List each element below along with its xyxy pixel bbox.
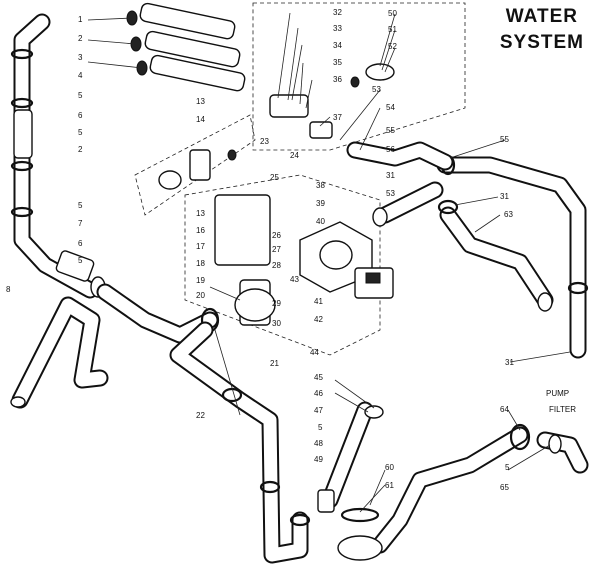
callout-6: 6 — [78, 239, 83, 248]
callout-7: 7 — [78, 219, 83, 228]
callout-27: 27 — [272, 245, 281, 254]
callout-20: 20 — [196, 291, 205, 300]
manifold-subassembly-outline — [134, 114, 381, 356]
valve-body-row-3 — [136, 54, 246, 92]
callout-51: 51 — [388, 25, 397, 34]
callout-64: 64 — [500, 405, 509, 414]
callout-63: 63 — [504, 210, 513, 219]
callout-41: 41 — [314, 297, 323, 306]
callout-47: 47 — [314, 406, 323, 415]
hose-coupler — [13, 109, 33, 159]
callout-36: 36 — [333, 75, 342, 84]
hose-clamps-left — [10, 48, 34, 218]
callout-23: 23 — [260, 137, 269, 146]
callout-5: 5 — [318, 423, 323, 432]
callout-8: 8 — [6, 285, 11, 294]
callout-48: 48 — [314, 439, 323, 448]
callout-60: 60 — [385, 463, 394, 472]
callout-35: 35 — [333, 58, 342, 67]
manifold-body — [214, 194, 276, 326]
callout-24: 24 — [290, 151, 299, 160]
callout-37: 37 — [333, 113, 342, 122]
junction-box-41 — [354, 267, 394, 299]
discharge-hose-22 — [169, 321, 311, 564]
callout-17: 17 — [196, 242, 205, 251]
callout-1: 1 — [78, 15, 83, 24]
callout-45: 45 — [314, 373, 323, 382]
callout-42: 42 — [314, 315, 323, 324]
callout-54: 54 — [386, 103, 395, 112]
callout-18: 18 — [196, 259, 205, 268]
valve-subassembly-outline — [252, 2, 466, 151]
callout-5: 5 — [505, 463, 510, 472]
callout-5: 5 — [78, 91, 83, 100]
callout-55: 55 — [500, 135, 509, 144]
diagram-title-line1: WATER — [505, 6, 578, 27]
callout-31: 31 — [505, 358, 514, 367]
callout-55: 55 — [386, 126, 395, 135]
diagram-title-line2: SYSTEM — [499, 32, 584, 53]
callout-43: 43 — [290, 275, 299, 284]
callout-5: 5 — [78, 128, 83, 137]
right-return-hose — [436, 154, 589, 359]
callout-34: 34 — [333, 41, 342, 50]
callout-53: 53 — [372, 85, 381, 94]
check-valve-assembly — [269, 63, 395, 139]
callout-32: 32 — [333, 8, 342, 17]
callout-22: 22 — [196, 411, 205, 420]
callout-16: 16 — [196, 226, 205, 235]
callout-29: 29 — [272, 299, 281, 308]
valve-body-row-1 — [126, 2, 236, 40]
callout-13: 13 — [196, 97, 205, 106]
callout-3: 3 — [78, 53, 83, 62]
bracket-14 — [158, 149, 237, 190]
callout-2: 2 — [78, 34, 83, 43]
callout-5: 5 — [78, 256, 83, 265]
callout-52: 52 — [388, 42, 397, 51]
callout-4: 4 — [78, 71, 83, 80]
callout-31: 31 — [500, 192, 509, 201]
callout-61: 61 — [385, 481, 394, 490]
callout-53: 53 — [386, 189, 395, 198]
pump-motor-40 — [299, 221, 373, 293]
callout-26: 26 — [272, 231, 281, 240]
left-vertical-hose — [13, 13, 106, 299]
callout-46: 46 — [314, 389, 323, 398]
callout-39: 39 — [316, 199, 325, 208]
callout-6: 6 — [78, 111, 83, 120]
callout-40: 40 — [316, 217, 325, 226]
callout-labels: 1 2 3 4 5 6 5 2 5 7 6 5 8 13 14 32 33 34… — [6, 8, 576, 492]
callout-pump: PUMP — [546, 389, 569, 398]
suction-hose-8 — [10, 296, 109, 409]
callout-44: 44 — [310, 348, 319, 357]
callout-14: 14 — [196, 115, 205, 124]
callout-65: 65 — [500, 483, 509, 492]
callout-33: 33 — [333, 24, 342, 33]
hose-53 — [372, 181, 444, 227]
callout-30: 30 — [272, 319, 281, 328]
callout-19: 19 — [196, 276, 205, 285]
callout-56: 56 — [386, 145, 395, 154]
callout-25: 25 — [270, 173, 279, 182]
callout-49: 49 — [314, 455, 323, 464]
callout-5: 5 — [78, 201, 83, 210]
callout-2: 2 — [78, 145, 83, 154]
hose-55 — [346, 141, 454, 171]
pump-fitting-60 — [337, 535, 383, 561]
callout-28: 28 — [272, 261, 281, 270]
elbow-fitting — [55, 250, 95, 282]
callout-50: 50 — [388, 9, 397, 18]
valve-body-row-2 — [130, 30, 241, 68]
callout-filter: FILTER — [549, 405, 576, 414]
leader-lines — [87, 12, 571, 513]
callout-31: 31 — [386, 171, 395, 180]
hose-63 — [437, 199, 554, 312]
callout-13: 13 — [196, 209, 205, 218]
pump-filter-hose — [337, 423, 589, 561]
callout-38: 38 — [316, 181, 325, 190]
inlet-tube-47 — [317, 401, 384, 513]
callout-21: 21 — [270, 359, 279, 368]
